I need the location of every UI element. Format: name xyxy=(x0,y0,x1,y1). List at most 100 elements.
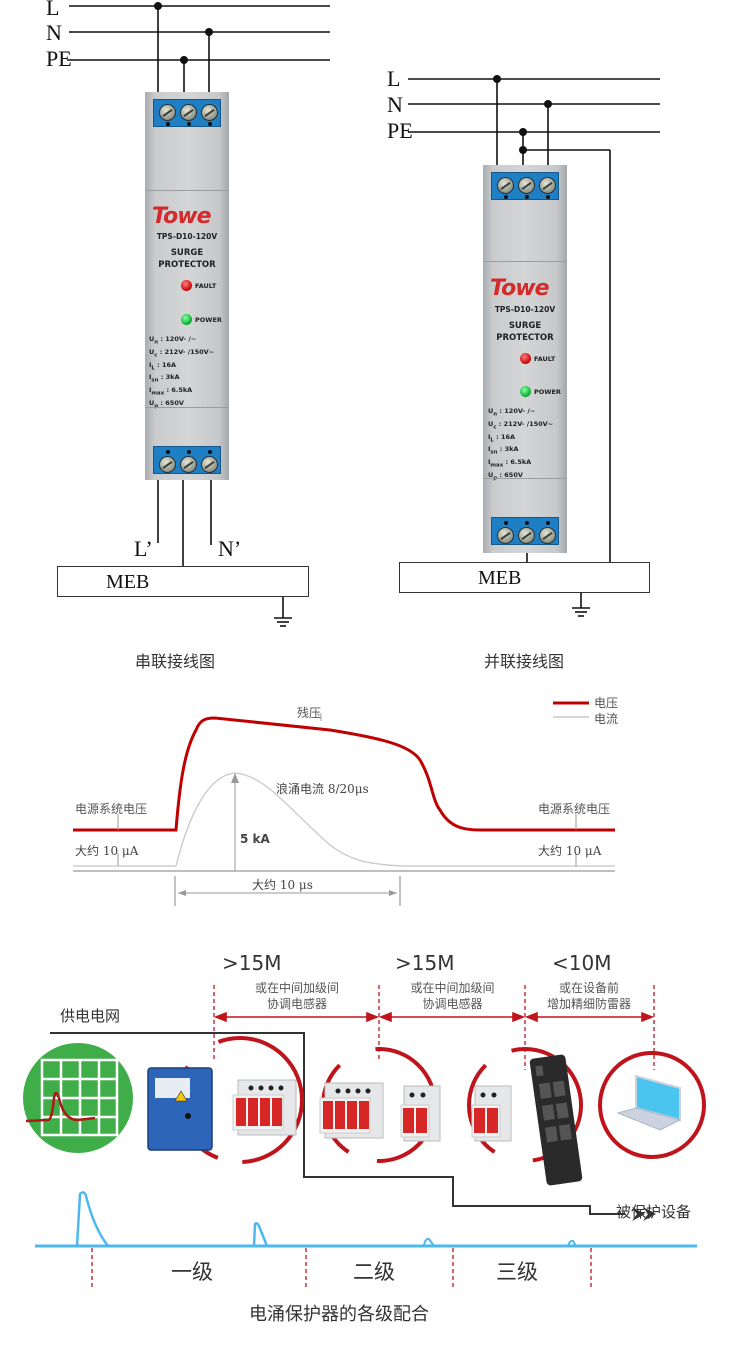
level-1-label: 一级 xyxy=(171,1260,213,1284)
parallel-caption: 并联接线图 xyxy=(484,652,565,671)
output-label-n: N’ xyxy=(218,536,242,561)
screw-icon xyxy=(159,104,176,121)
spec-row: Imax : 6.5kA xyxy=(149,386,193,397)
legend-current-label: 电流 xyxy=(594,712,619,726)
junction-dot xyxy=(544,100,552,108)
residual-voltage-label: 残压 xyxy=(297,706,322,720)
fault-led-icon xyxy=(520,353,531,364)
title-line2: PROTECTOR xyxy=(158,260,216,270)
series-caption: 串联接线图 xyxy=(135,652,216,671)
bottom-terminal-block xyxy=(491,517,559,545)
wire-label-l: L xyxy=(387,66,401,91)
surge-protector-module: Towe TPS-D10-120V SURGE PROTECTOR FAULT … xyxy=(483,165,567,553)
spd-2pole-icon xyxy=(400,1085,441,1142)
stage2-note: 或在中间加级间协调电感器 xyxy=(410,981,495,1011)
meb-label: MEB xyxy=(106,571,150,593)
peak-current-label: 5 kA xyxy=(240,832,270,846)
spec-row: Un : 120V- /~ xyxy=(149,335,197,346)
spec-list: Un : 120V- /~ Uc : 212V- /150V~ IL : 16A… xyxy=(488,407,553,484)
power-strip-icon xyxy=(529,1054,583,1186)
wire-label-pe: PE xyxy=(46,46,72,71)
title-line2: PROTECTOR xyxy=(496,333,554,343)
surge-protector-module: Towe TPS-D10-120V SURGE PROTECTOR FAULT … xyxy=(145,92,229,480)
model-label: TPS-D10-120V xyxy=(156,232,218,241)
system-voltage-right-label: 电源系统电压 xyxy=(538,802,611,816)
spec-row: Up : 650V xyxy=(149,398,184,409)
duration-label: 大约 10 μs xyxy=(252,878,313,892)
meb-bus-bar: MEB xyxy=(399,562,650,593)
spec-row: Imax : 6.5kA xyxy=(488,458,532,469)
screw-icon xyxy=(497,177,514,194)
wave-pulse xyxy=(252,1222,269,1247)
spec-row: Isn : 3kA xyxy=(488,445,519,456)
screw-icon xyxy=(539,177,556,194)
output-label-l: L’ xyxy=(134,536,153,561)
junction-dot xyxy=(180,56,188,64)
grid-label: 供电电网 xyxy=(60,1007,121,1025)
screw-icon xyxy=(201,104,218,121)
screw-icon xyxy=(180,456,197,473)
wire-label-l: L xyxy=(46,0,60,20)
brand-logo: Towe xyxy=(152,204,212,229)
screw-icon xyxy=(497,527,514,544)
coordination-svg xyxy=(23,985,706,1290)
series-wires xyxy=(68,2,330,627)
legend-voltage-label: 电压 xyxy=(594,696,619,710)
screw-icon xyxy=(539,527,556,544)
top-terminal-block xyxy=(491,172,559,200)
spec-row: IL : 16A xyxy=(149,360,177,371)
title-line1: SURGE xyxy=(508,321,542,331)
leak-right-label: 大约 10 μA xyxy=(538,844,602,858)
spec-row: Uc : 212V- /150V~ xyxy=(488,419,554,431)
equipment-circle xyxy=(598,1051,706,1159)
power-led-icon xyxy=(181,314,192,325)
power-label: POWER xyxy=(534,388,561,396)
current-series-line xyxy=(73,772,615,867)
spd-2pole-icon xyxy=(471,1085,512,1142)
fault-led-icon xyxy=(181,280,192,291)
grid-monitor-icon xyxy=(23,1043,133,1153)
waveform-svg xyxy=(73,701,615,906)
fault-label: FAULT xyxy=(534,355,556,363)
spd-4pole-icon xyxy=(319,1082,384,1139)
junction-dot xyxy=(519,128,527,136)
bottom-terminal-block xyxy=(153,446,221,474)
leak-left-label: 大约 10 μA xyxy=(75,844,139,858)
stage1-note: 或在中间加级间协调电感器 xyxy=(254,981,339,1011)
level-3-label: 三级 xyxy=(496,1260,538,1284)
screw-icon xyxy=(518,177,535,194)
laptop-icon xyxy=(616,1074,682,1131)
fault-label: FAULT xyxy=(195,282,217,290)
model-label: TPS-D10-120V xyxy=(494,305,556,314)
power-label: POWER xyxy=(195,316,222,324)
wire-label-pe: PE xyxy=(387,118,413,143)
stage3-circle xyxy=(467,1047,583,1163)
stage3-note: 或在设备前增加精细防雷器 xyxy=(546,981,631,1011)
title-line1: SURGE xyxy=(170,248,204,258)
stage2-distance: >15M xyxy=(395,951,455,975)
spd-4pole-icon xyxy=(232,1079,297,1136)
power-line xyxy=(50,1032,625,1215)
spec-row: Un : 120V- /~ xyxy=(488,407,536,418)
brand-logo: Towe xyxy=(490,276,550,301)
screw-icon xyxy=(180,104,197,121)
screw-icon xyxy=(159,456,176,473)
surge-current-label: 浪涌电流 8/20μs xyxy=(276,782,369,796)
spec-row: IL : 16A xyxy=(488,432,516,443)
spec-list: Un : 120V- /~ Uc : 212V- /150V~ IL : 16A… xyxy=(149,335,214,412)
meb-bus-bar: MEB xyxy=(57,566,309,597)
wire-label-n: N xyxy=(46,20,62,45)
wave-pulse xyxy=(423,1237,435,1247)
level-2-label: 二级 xyxy=(353,1260,395,1284)
wire-label-n: N xyxy=(387,92,403,117)
system-voltage-left-label: 电源系统电压 xyxy=(75,802,148,816)
protected-equipment-label: 被保护设备 xyxy=(616,1203,692,1221)
spec-row: Isn : 3kA xyxy=(149,373,180,384)
screw-icon xyxy=(518,527,535,544)
stage3-distance: <10M xyxy=(552,951,612,975)
junction-dot xyxy=(519,146,527,154)
meb-label: MEB xyxy=(478,567,522,589)
power-led-icon xyxy=(520,386,531,397)
stage1-distance: >15M xyxy=(222,951,282,975)
wave-pulse xyxy=(567,1239,577,1247)
